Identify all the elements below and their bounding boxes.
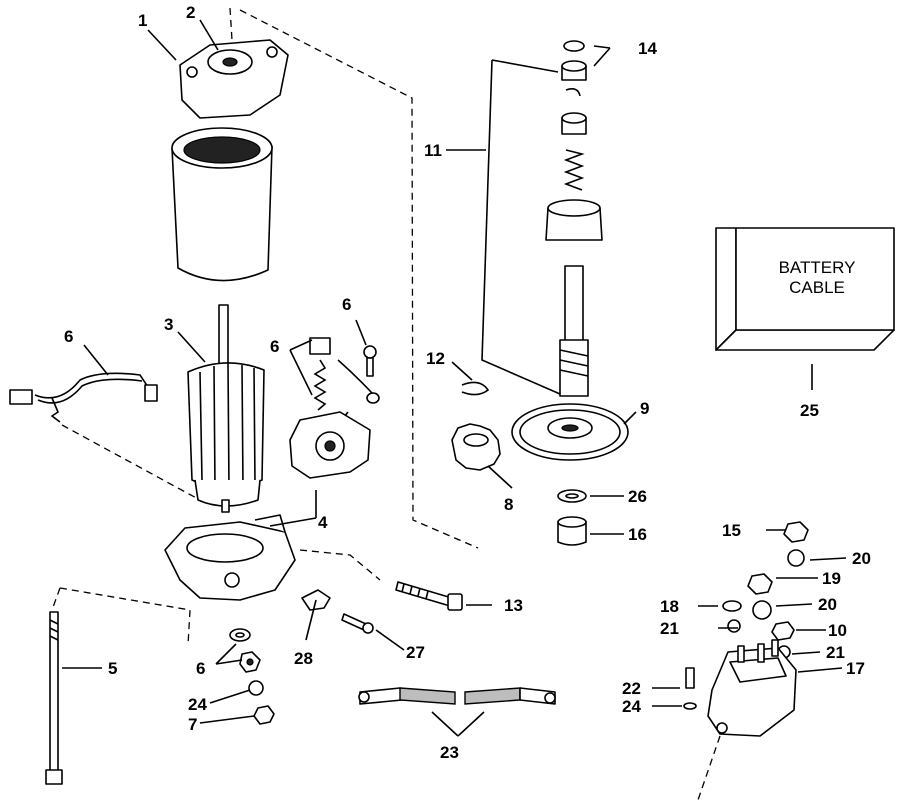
part-bolt [395, 581, 463, 611]
part-through-bolt [45, 611, 63, 785]
callout-24-right: 24 [622, 697, 641, 716]
callout-6-screw: 6 [342, 295, 351, 314]
part-drive-end-frame [164, 514, 296, 601]
callout-22: 22 [622, 679, 641, 698]
callout-11: 11 [424, 141, 442, 160]
part-field-housing [171, 127, 273, 282]
callout-17: 17 [846, 659, 865, 678]
battery-label-line1: BATTERY [779, 258, 856, 277]
part-solenoid-hardware [683, 521, 809, 710]
callout-4: 4 [318, 513, 328, 532]
part-large-gear [511, 403, 629, 461]
part-solenoid [707, 639, 797, 737]
callout-24-left: 24 [188, 695, 207, 714]
bracket-11 [481, 59, 561, 395]
callout-28: 28 [294, 649, 313, 668]
callout-9: 9 [640, 399, 649, 418]
callout-20-mid: 20 [818, 595, 837, 614]
callout-14: 14 [638, 39, 657, 58]
part-hardware-left [229, 628, 275, 725]
callout-leaders [62, 19, 847, 737]
callout-18: 18 [660, 597, 679, 616]
callout-5: 5 [108, 659, 117, 678]
callout-7: 7 [188, 715, 197, 734]
callout-16: 16 [628, 525, 647, 544]
part-wire-harness [9, 372, 158, 423]
callout-6-springs: 6 [270, 337, 279, 356]
callout-23: 23 [440, 743, 459, 762]
callout-3: 3 [164, 315, 173, 334]
callout-numbers: 1 2 3 4 5 6 6 6 6 7 8 9 10 11 12 13 14 1… [64, 3, 871, 762]
part-battery-straps [358, 687, 556, 705]
callout-1: 1 [138, 11, 147, 30]
callout-6-hardware: 6 [196, 659, 205, 678]
callout-15: 15 [722, 521, 741, 540]
part-end-cap [179, 39, 289, 119]
callout-10: 10 [828, 621, 847, 640]
part-pinion-shaft [545, 40, 603, 397]
callout-12: 12 [426, 349, 445, 368]
part-small-gear [451, 423, 501, 471]
part-brush-springs [309, 337, 380, 427]
callout-21-left: 21 [660, 619, 679, 638]
battery-label-line2: CABLE [789, 278, 845, 297]
callout-2: 2 [186, 3, 195, 22]
part-washer-bushing [557, 489, 587, 546]
part-snap-ring [461, 381, 490, 396]
callout-6-wire: 6 [64, 327, 73, 346]
callout-21-right: 21 [826, 643, 845, 662]
assembly-guide-lines [51, 7, 721, 801]
part-battery-cable-box: BATTERY CABLE [715, 227, 895, 351]
callout-13: 13 [504, 596, 523, 615]
callout-26: 26 [628, 487, 647, 506]
part-armature [187, 304, 265, 513]
callout-25: 25 [800, 401, 819, 420]
callout-27: 27 [406, 643, 425, 662]
callout-20-top: 20 [852, 549, 871, 568]
callout-19: 19 [822, 569, 841, 588]
callout-8: 8 [504, 495, 513, 514]
part-brush-plate [289, 411, 371, 479]
